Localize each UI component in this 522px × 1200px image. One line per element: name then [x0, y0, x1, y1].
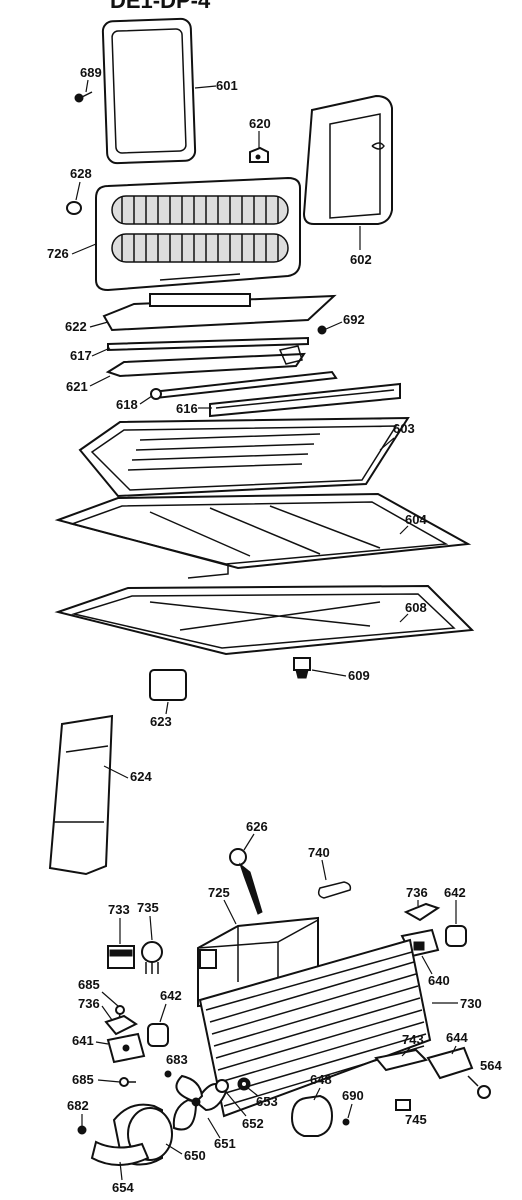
part-685-bottom [119, 1077, 136, 1087]
label-651: 651 [214, 1136, 236, 1151]
part-641-bracket [106, 1032, 146, 1064]
label-736-right: 736 [406, 885, 428, 900]
part-621-bracket [105, 345, 306, 378]
part-730-condenser [198, 938, 432, 1118]
label-690: 690 [342, 1088, 364, 1103]
label-602: 602 [350, 252, 372, 267]
label-601: 601 [216, 78, 238, 93]
label-653: 653 [256, 1094, 278, 1109]
label-692: 692 [343, 312, 365, 327]
label-618: 618 [116, 397, 138, 412]
label-642-left: 642 [160, 988, 182, 1003]
part-642-right [445, 925, 467, 947]
part-692-screw [317, 325, 327, 335]
part-743-bracket [374, 1048, 428, 1072]
label-740: 740 [308, 845, 330, 860]
part-620-clip [249, 146, 269, 163]
part-617-rail [107, 336, 309, 352]
part-689-screw [74, 91, 93, 103]
part-736-bracket-left [104, 1014, 138, 1036]
label-743: 743 [402, 1032, 424, 1047]
label-648: 648 [310, 1072, 332, 1087]
part-683-screw [164, 1070, 172, 1078]
label-650: 650 [184, 1148, 206, 1163]
label-608: 608 [405, 600, 427, 615]
label-609: 609 [348, 668, 370, 683]
part-654-bracket [90, 1140, 150, 1166]
part-564-pin [467, 1075, 491, 1099]
part-608-tray [54, 584, 475, 656]
part-602-cover [302, 94, 393, 225]
label-683: 683 [166, 1052, 188, 1067]
part-642-left [147, 1023, 169, 1047]
label-604: 604 [405, 512, 427, 527]
label-642-right: 642 [444, 885, 466, 900]
label-641: 641 [72, 1033, 94, 1048]
part-648 [290, 1094, 334, 1137]
label-726: 726 [47, 246, 69, 261]
part-736-bracket-right [403, 902, 441, 922]
label-616: 616 [176, 401, 198, 416]
part-726-evaporator [95, 176, 301, 292]
part-690-screw [342, 1118, 350, 1126]
part-644-bracket [426, 1046, 474, 1080]
label-652: 652 [242, 1116, 264, 1131]
part-624-duct [48, 714, 114, 876]
part-735-overload [141, 941, 163, 974]
part-609-clip [293, 657, 311, 679]
part-682-screw [77, 1125, 87, 1135]
part-616-channel [209, 382, 401, 418]
part-618-arm [150, 370, 338, 400]
label-730: 730 [460, 996, 482, 1011]
label-725: 725 [208, 885, 230, 900]
label-682: 682 [67, 1098, 89, 1113]
part-628-knob [66, 201, 82, 215]
label-626: 626 [246, 819, 268, 834]
part-603-shelf [78, 416, 410, 498]
label-617: 617 [70, 348, 92, 363]
part-740-clip [317, 881, 352, 899]
label-623: 623 [150, 714, 172, 729]
part-652-washer [215, 1079, 229, 1093]
label-624: 624 [130, 769, 152, 784]
part-650-motor [112, 1103, 173, 1166]
label-685-bottom: 685 [72, 1072, 94, 1087]
part-601-panel [101, 17, 197, 165]
label-622: 622 [65, 319, 87, 334]
label-628: 628 [70, 166, 92, 181]
part-733-relay [107, 945, 135, 969]
part-623-plate [149, 669, 187, 701]
part-653-nut [237, 1077, 251, 1091]
label-603: 603 [393, 421, 415, 436]
label-685-top: 685 [78, 977, 100, 992]
label-733: 733 [108, 902, 130, 917]
label-735: 735 [137, 900, 159, 915]
part-626-thermostat [229, 848, 263, 915]
label-620: 620 [249, 116, 271, 131]
part-622-tray [102, 293, 337, 332]
label-689: 689 [80, 65, 102, 80]
label-745: 745 [405, 1112, 427, 1127]
label-654: 654 [112, 1180, 134, 1195]
label-564: 564 [480, 1058, 502, 1073]
label-736-left: 736 [78, 996, 100, 1011]
part-745 [395, 1099, 411, 1111]
label-644: 644 [446, 1030, 468, 1045]
header-title: DE1-DP-4 [110, 0, 211, 13]
part-604-shelf [54, 492, 472, 579]
label-640: 640 [428, 973, 450, 988]
label-621: 621 [66, 379, 88, 394]
